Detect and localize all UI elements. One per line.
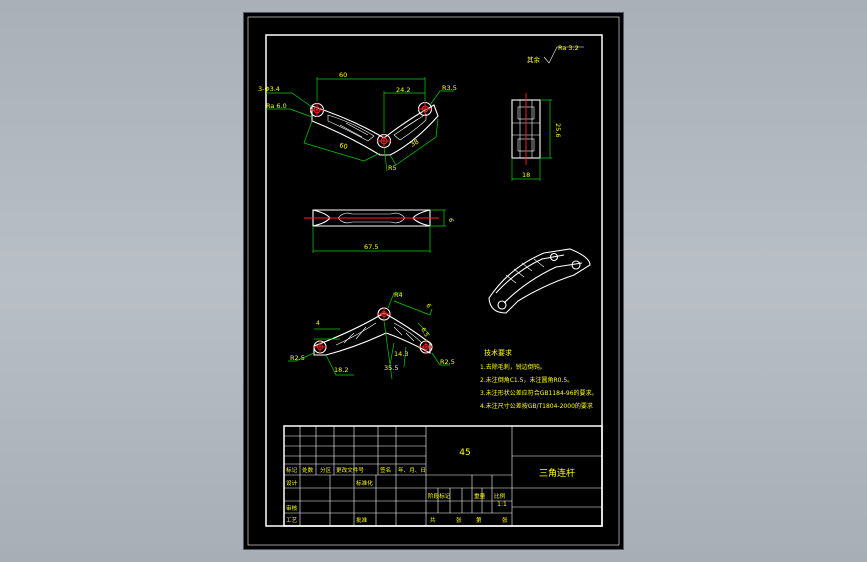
surface-roughness-note: 其余 Ra 3.2 [527,44,584,64]
dim-top-1: 6 [447,218,455,222]
dim-front-6: R5 [388,164,397,172]
technical-requirements: 技术要求 1.去除毛刺，锐边倒钝。 2.未注倒角C1.5，未注圆角R0.5。 3… [480,348,598,410]
label-weight: 重量 [474,492,486,500]
dim-bottom-3: 4 [316,320,320,327]
dim-front-2: 24.2 [396,86,410,94]
label-standardize: 标准化 [356,479,373,487]
label-sheets: 共 [430,516,436,524]
dim-bottom-1: R4 [394,291,403,299]
surface-note-roughness: Ra 3.2 [558,44,579,52]
dim-bottom-6: 18.2 [334,366,348,374]
label-sheets: 张 [456,516,462,524]
tech-req-item: 4.未注尺寸公差按GB/T1804-2000的要求 [480,402,593,410]
head-label: 处数 [302,466,314,474]
label-sheets: 张 [502,516,508,524]
link-outline [311,104,439,156]
dim-front-5: 38 [409,138,420,149]
head-label: 分区 [320,466,332,474]
title-material: 45 [459,448,470,458]
label-approve: 批准 [356,516,368,524]
head-label: 签名 [380,466,391,474]
link-ribs [339,118,419,138]
dim-bottom-7: 14.3 [394,350,408,358]
dim-bottom-2: 6 [424,303,432,310]
dim-front-1: 60 [339,71,347,79]
label-scale: 比例 [494,492,506,500]
title-part-name: 三角连杆 [539,467,575,479]
dim-side-2: 18 [522,171,530,179]
tech-req-title: 技术要求 [484,348,512,357]
side-view: 25.6 18 [511,93,562,181]
title-scale-value: 1:1 [497,501,507,508]
front-view: 60 24.2 R3.5 60 38 R5 3-Φ3.4 Ra 6.0 [258,71,457,172]
front-roughness: Ra 6.0 [266,102,287,110]
surface-note-other: 其余 [527,55,541,64]
outer-frame [247,16,620,546]
top-view: 6 67.5 [304,209,455,253]
cad-drawing: 其余 Ra 3.2 60 24.2 R3.5 60 38 R5 3-Φ3.4 R… [247,16,620,546]
dim-front-3: R3.5 [442,84,457,92]
tech-req-item: 2.未注倒角C1.5，未注圆角R0.5。 [480,376,573,384]
head-label: 年、月、日 [398,466,426,474]
drawing-sheet: 其余 Ra 3.2 60 24.2 R3.5 60 38 R5 3-Φ3.4 R… [244,13,623,549]
head-label: 标记 [286,466,298,474]
label-stage-mark: 阶段标记 [428,492,451,500]
bottom-view: R4 6 4 6.5 R2.5 18.2 14.3 35.5 R2.5 [288,291,455,380]
isometric-view [488,248,591,314]
dim-bottom-8: 35.5 [384,364,398,372]
title-block: 45 三角连杆 1:1 标记 处数 分区 更改文件号 签名 年、月、日 设计 标… [283,425,603,527]
head-label: 更改文件号 [336,466,364,474]
dim-bottom-9: R2.5 [440,358,455,366]
iso-outline [488,248,591,314]
label-review: 审核 [286,504,298,512]
dim-top-2: 67.5 [364,243,378,251]
dim-bottom-5: R2.5 [290,354,305,362]
inner-frame [265,34,603,527]
label-process: 工艺 [286,517,298,524]
front-hole-spec: 3-Φ3.4 [258,85,280,93]
slot-left [327,114,375,142]
dim-bottom-4: 6.5 [419,327,430,339]
label-sheets: 第 [476,516,482,524]
tech-req-item: 3.未注形状公差应符合GB1184-96的要求。 [480,389,598,397]
dim-front-4: 60 [339,141,349,151]
label-design: 设计 [286,479,298,487]
roughness-symbol [543,46,584,64]
tech-req-item: 1.去除毛刺，锐边倒钝。 [480,363,546,371]
dim-side-1: 25.6 [554,123,562,137]
bottom-outline [313,312,431,356]
